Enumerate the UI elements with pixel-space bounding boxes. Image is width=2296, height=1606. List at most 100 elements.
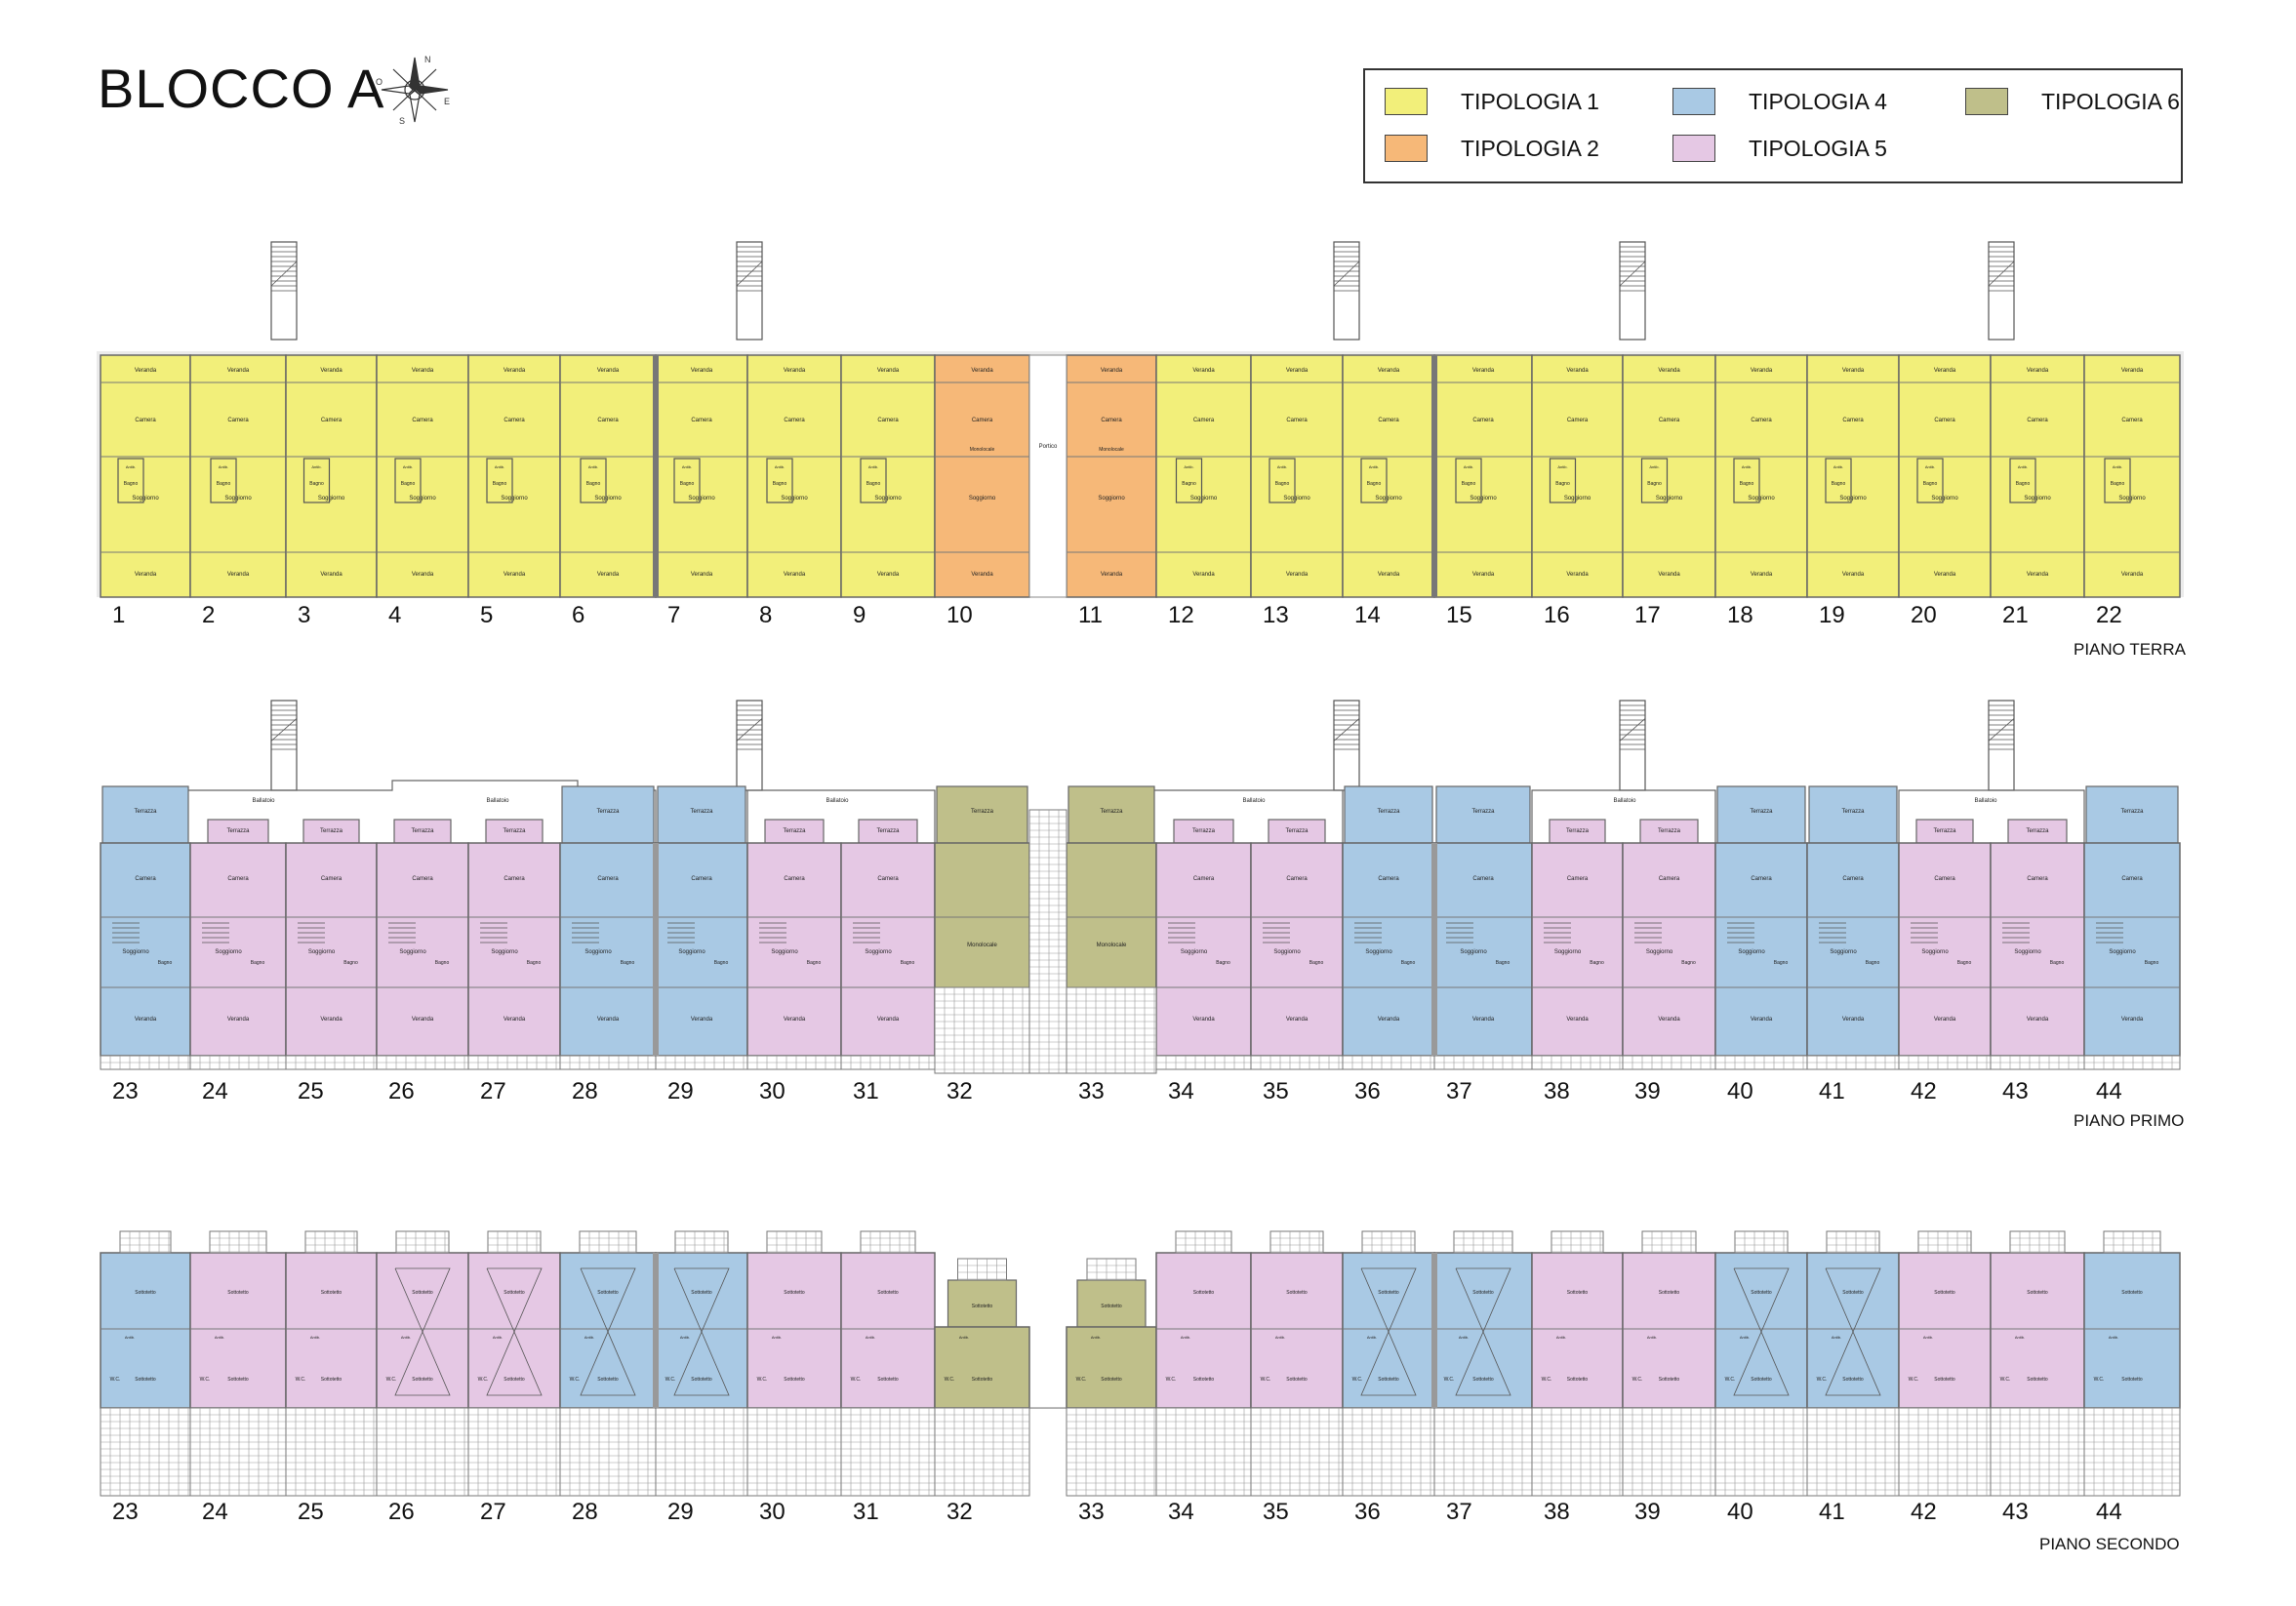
room-veranda: Veranda [320,368,342,374]
unit-fill [1531,354,1624,598]
room-antib: Antib. [584,1335,594,1340]
terrazza [207,819,269,844]
room-antib: Antib. [1275,1335,1285,1340]
terrazza [1549,819,1606,844]
void-cross [1455,1267,1511,1396]
room-veranda: Veranda [412,572,434,578]
room-bagno: Bagno [2016,481,2031,487]
room-bagno: Bagno [866,481,881,487]
room-veranda: Veranda [1101,368,1123,374]
room-sottotetto: Sottotetto [321,1377,342,1383]
unit-number: 26 [388,1078,415,1104]
paving [1990,1055,2085,1070]
paving-outline [395,1230,450,1254]
paving-outline [467,1407,561,1497]
paving [189,1055,287,1070]
room-soggiorno: Soggiorno [1646,949,1673,955]
unit-fill [746,1252,842,1409]
paving-outline [285,1407,378,1497]
room-antib: Antib. [215,1335,224,1340]
room-bagno: Bagno [773,481,787,487]
room-camera: Camera [1659,418,1680,423]
room-soggiorno: Soggiorno [132,496,159,502]
room-veranda: Veranda [2027,572,2049,578]
unit-number: 24 [202,1078,228,1104]
structural-wall [1431,843,1437,1056]
room-antib: Antib. [1556,1335,1566,1340]
stair-tower [1333,241,1360,341]
room-camera: Camera [135,876,156,882]
unit-number: 25 [298,1499,324,1525]
room-terrazza: Terrazza [1192,828,1216,834]
void-cross [673,1267,730,1396]
room-camera: Camera [1193,876,1215,882]
room-terrazza: Terrazza [2026,828,2049,834]
unit-number: 13 [1263,602,1289,628]
room-sottotetto: Sottotetto [412,1377,433,1383]
unit-fill [467,354,561,598]
bathroom [210,458,237,503]
room-veranda: Veranda [1378,368,1400,374]
room-sottotetto: Sottotetto [1472,1290,1494,1296]
unit-fill [1622,842,1716,1057]
room-camera: Camera [412,418,433,423]
paving [1342,1055,1435,1070]
stair-tower [270,241,298,341]
paving-outline [1066,986,1157,1074]
room-camera: Camera [1842,418,1864,423]
paving [467,1407,561,1497]
room-soggiorno: Soggiorno [122,949,149,955]
paving-outline [655,1407,748,1497]
room-antib: Antib. [1647,1335,1657,1340]
room-antib: Antib. [495,464,504,469]
room-sottotetto: Sottotetto [1751,1290,1772,1296]
unit-number: 2 [202,602,216,628]
paving-outline [1086,1258,1137,1281]
stair-tower [736,700,763,791]
room-veranda: Veranda [504,368,526,374]
room-soggiorno: Soggiorno [1098,496,1125,502]
unit-fill [2083,842,2181,1057]
room-bagno: Bagno [309,481,324,487]
chimney-paving [1361,1230,1416,1254]
room-camera: Camera [321,418,342,423]
unit-fill [1714,1252,1808,1409]
unit-number: 32 [947,1078,973,1104]
unit-fill [1898,354,1992,598]
room-antib: Antib. [1184,464,1193,469]
room-sottotetto: Sottotetto [784,1290,805,1296]
paving-outline [1990,1407,2085,1497]
room-antib: Antib. [2018,464,2028,469]
legend-swatch [1385,135,1428,162]
unit-fill [1155,1252,1252,1409]
room-bagno: Bagno [1681,960,1696,966]
compass-n: N [424,55,431,64]
room-camera: Camera [504,418,525,423]
room-camera: Camera [877,876,899,882]
room-terrazza: Terrazza [1658,828,1681,834]
unit-fill [1066,1326,1157,1409]
stair-outline [1988,700,2015,791]
paving-outline [674,1230,729,1254]
paving [934,1407,1030,1497]
paving-outline [2009,1230,2066,1254]
ballatoio-label: Ballatoio [252,798,275,804]
ballatoio-label: Ballatoio [1613,798,1636,804]
unit-number: 28 [572,1499,598,1525]
room-bagno: Bagno [714,960,729,966]
paving-outline [1342,1407,1435,1497]
paving [376,1407,469,1497]
unit-number: 5 [480,602,494,628]
room-veranda: Veranda [320,572,342,578]
room-bagno: Bagno [343,960,358,966]
unit-number: 19 [1819,602,1845,628]
paving-outline [1917,1230,1972,1254]
legend-item-tipologia-2: TIPOLOGIA 2 [1385,134,1599,163]
unit-fill [1806,1252,1900,1409]
paving-outline [2103,1230,2161,1254]
